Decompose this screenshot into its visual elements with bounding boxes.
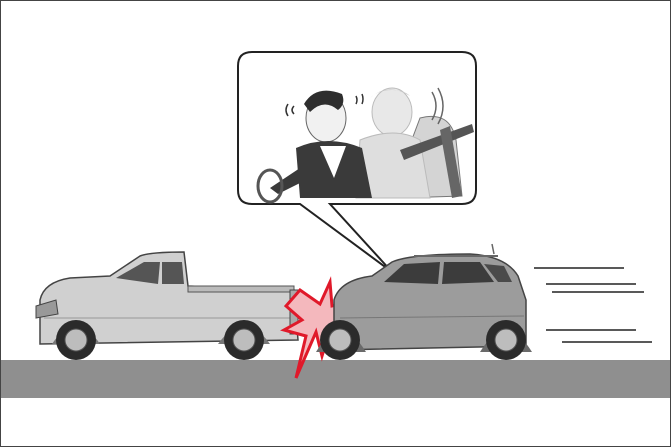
pickup-truck-icon <box>35 251 299 360</box>
suv-icon <box>316 243 532 360</box>
road <box>1 360 670 398</box>
seatbelt-icon <box>400 124 474 198</box>
speed-lines <box>534 267 652 343</box>
